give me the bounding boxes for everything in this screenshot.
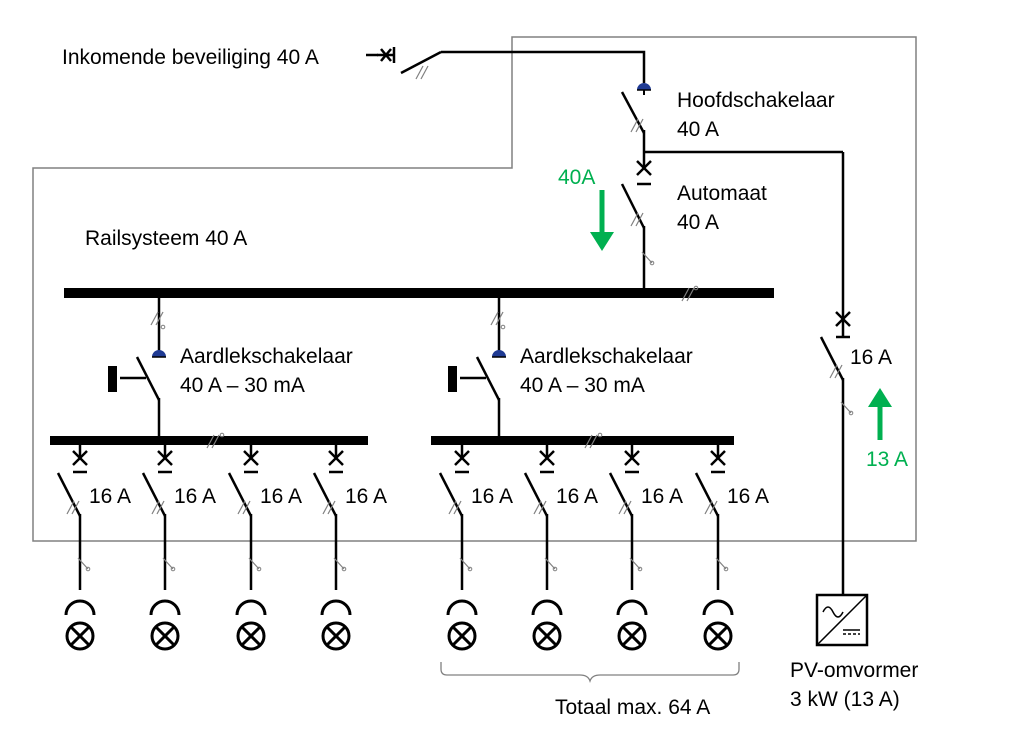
circuit-breaker-symbol-icon — [694, 445, 729, 590]
breaker-label: Automaat — [677, 182, 767, 205]
socket-symbol-icon — [235, 599, 267, 616]
circuit-breaker-symbol-icon — [312, 445, 347, 590]
group-breaker-label: 16 A — [174, 485, 216, 508]
main-switch-rating: 40 A — [677, 118, 719, 141]
inverter-symbol-icon — [815, 593, 869, 647]
flow-arrow-up — [868, 388, 892, 440]
breaker-rating: 40 A — [677, 211, 719, 234]
main-busbar-marks — [681, 285, 699, 302]
group-breaker-label: 16 A — [345, 485, 387, 508]
total-label: Totaal max. 64 A — [555, 696, 710, 719]
circuit-breaker-symbol-icon — [608, 445, 643, 590]
circuit-breaker-symbol-icon — [227, 445, 262, 590]
flow-up-label: 13 A — [866, 448, 908, 471]
circuit-breaker-symbol-icon — [523, 445, 558, 590]
lamp-symbol-icon — [532, 621, 562, 651]
lamp-symbol-icon — [617, 621, 647, 651]
sub-busbar-right — [431, 436, 734, 445]
flow-down-label: 40A — [558, 166, 595, 189]
socket-symbol-icon — [149, 599, 181, 616]
final-group-7: 16 A — [608, 445, 683, 651]
socket-symbol-icon — [320, 599, 352, 616]
pv-inverter-label: PV-omvormer — [790, 659, 918, 682]
group-breaker-label: 16 A — [556, 485, 598, 508]
lamp-symbol-icon — [65, 621, 95, 651]
group-breaker-label: 16 A — [727, 485, 769, 508]
final-group-8: 16 A — [694, 445, 769, 651]
circuit-breaker-symbol-icon — [56, 445, 91, 590]
incoming-protection — [366, 47, 646, 83]
rcd-right-rating: 40 A – 30 mA — [520, 374, 645, 397]
rcd-right — [448, 298, 506, 438]
socket-symbol-icon — [616, 599, 648, 616]
rcd-left-label: Aardlekschakelaar — [180, 345, 353, 368]
circuit-breaker-symbol-icon — [438, 445, 473, 590]
lamp-symbol-icon — [321, 621, 351, 651]
group-breaker-label: 16 A — [89, 485, 131, 508]
main-busbar — [64, 288, 774, 298]
group-breaker-label: 16 A — [471, 485, 513, 508]
enclosure-outline — [32, 36, 917, 542]
rcd-right-label: Aardlekschakelaar — [520, 345, 693, 368]
lamp-symbol-icon — [703, 621, 733, 651]
flow-arrow-down — [590, 190, 614, 251]
rcd-left — [108, 298, 166, 438]
circuit-breaker-symbol-icon — [141, 445, 176, 590]
pv-breaker-label: 16 A — [850, 346, 892, 369]
rcd-left-rating: 40 A – 30 mA — [180, 374, 305, 397]
socket-symbol-icon — [531, 599, 563, 616]
final-group-6: 16 A — [523, 445, 598, 651]
incoming-protection-label: Inkomende beveiliging 40 A — [62, 46, 319, 69]
final-group-2: 16 A — [141, 445, 216, 651]
lamp-symbol-icon — [150, 621, 180, 651]
main-switch-column — [620, 83, 843, 293]
group-breaker-label: 16 A — [260, 485, 302, 508]
socket-symbol-icon — [446, 599, 478, 616]
pv-branch — [815, 152, 869, 647]
lamp-symbol-icon — [447, 621, 477, 651]
final-group-3: 16 A — [227, 445, 302, 651]
total-bracket — [440, 662, 740, 684]
final-group-5: 16 A — [438, 445, 513, 651]
sub-busbar-marks — [206, 432, 603, 449]
main-switch-label: Hoofdschakelaar — [677, 89, 835, 112]
socket-symbol-icon — [702, 599, 734, 616]
final-group-1: 16 A — [56, 445, 131, 651]
socket-symbol-icon — [64, 599, 96, 616]
lamp-symbol-icon — [236, 621, 266, 651]
sub-busbar-left — [50, 436, 368, 445]
group-breaker-label: 16 A — [641, 485, 683, 508]
final-group-4: 16 A — [312, 445, 387, 651]
busbar-label: Railsysteem 40 A — [85, 227, 247, 250]
pv-inverter-rating: 3 kW (13 A) — [790, 688, 900, 711]
